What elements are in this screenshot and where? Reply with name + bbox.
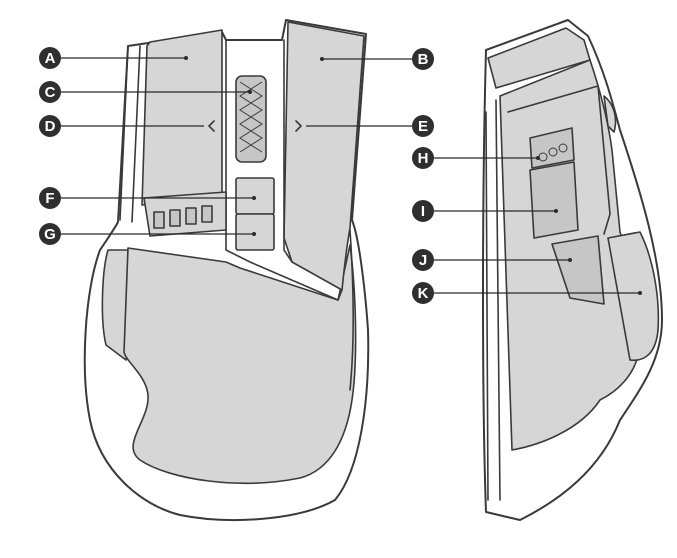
callout-a: A [39,47,188,69]
left-button-edge [119,45,141,223]
svg-text:H: H [418,150,429,167]
callout-b: B [320,48,434,70]
callout-e: E [306,115,434,137]
callout-j: J [412,249,572,271]
callouts: A B C D E [39,47,642,304]
svg-text:A: A [45,50,56,67]
left-button [141,29,223,206]
mouse-side-view [482,19,663,521]
callout-g: G [39,223,256,245]
svg-text:J: J [419,252,427,269]
svg-text:K: K [418,285,429,302]
left-chevron-icon [208,120,215,132]
callout-i: I [412,200,558,222]
palm-area [123,244,357,484]
svg-text:E: E [418,118,428,135]
side-top-strip [487,27,591,89]
center-button-lower [235,213,275,251]
svg-text:C: C [45,84,56,101]
right-button [283,21,365,291]
side-button-cluster [529,127,575,169]
svg-text:D: D [45,118,56,135]
side-button-back [551,235,605,305]
svg-text:I: I [421,203,425,220]
callout-c: C [39,81,252,103]
svg-text:G: G [44,226,56,243]
center-button-upper [235,177,275,215]
right-chevron-icon [295,120,302,132]
side-rail [507,85,611,235]
svg-text:B: B [418,51,429,68]
right-lower-edge [349,229,354,391]
center-ridge [225,39,343,301]
thumb-rest [607,231,660,361]
side-button-forward [529,161,579,239]
center-ridge-inner [283,39,293,263]
dpi-indicator-leds [153,205,213,229]
callout-h: H [412,147,540,169]
callout-k: K [412,282,642,304]
side-front-bump [603,95,617,133]
callout-d: D [39,115,204,137]
svg-text:F: F [45,190,54,207]
scroll-wheel [235,75,267,163]
side-base-line [485,99,501,501]
mouse-top-view [83,19,370,521]
callout-f: F [39,187,256,209]
